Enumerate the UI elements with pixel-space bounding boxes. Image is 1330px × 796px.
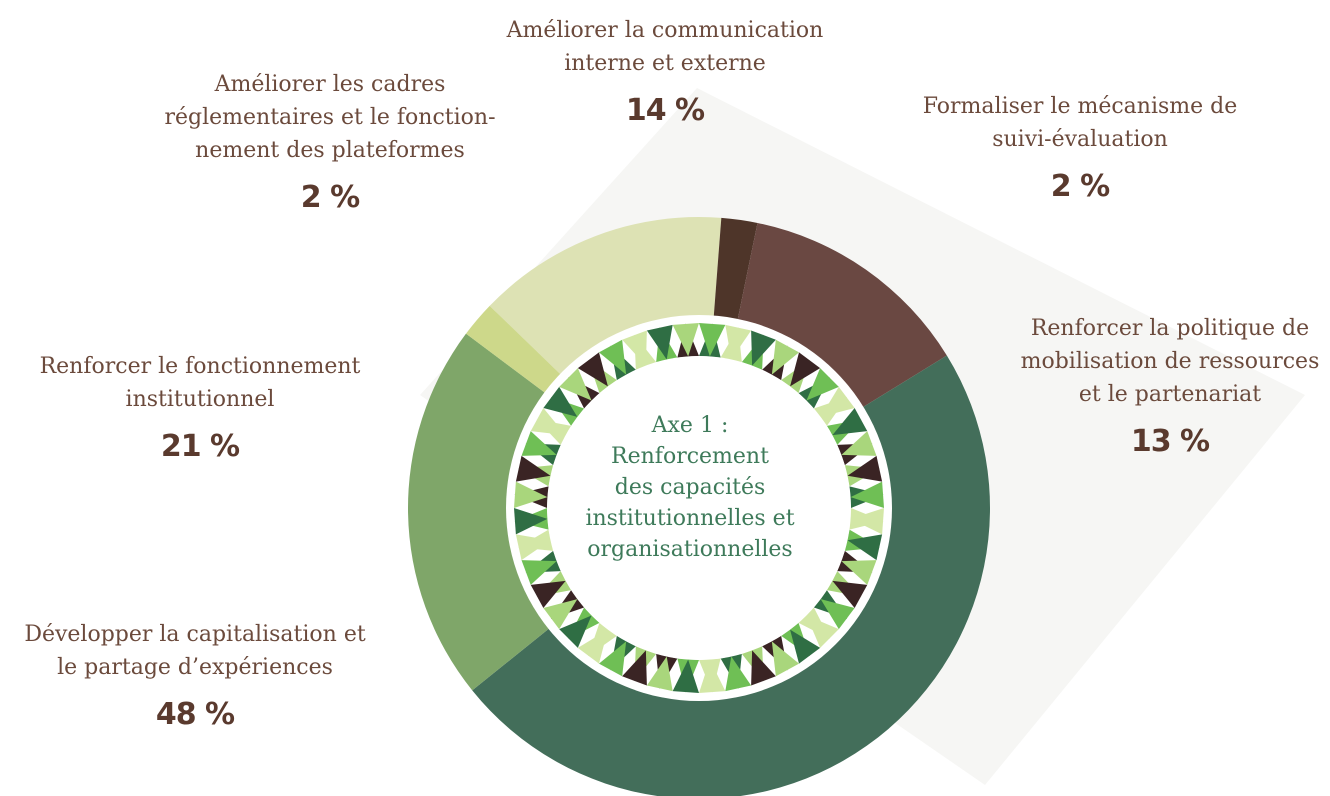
pie-slice-3	[737, 222, 947, 408]
label-mobilisation: Renforcer la politique de mobilisation d…	[985, 312, 1330, 458]
pattern-triangle	[751, 650, 776, 686]
pattern-triangle	[832, 580, 868, 609]
label-suivi: Formaliser le mécanisme de suivi-évaluat…	[885, 90, 1275, 203]
label-capitalisation-percent: 48 %	[155, 697, 235, 732]
pattern-triangle	[530, 407, 566, 436]
pattern-triangle	[820, 386, 855, 417]
label-communication-line-2: interne et externe	[564, 51, 766, 76]
donut-slices	[408, 217, 990, 796]
pie-slice-6	[465, 305, 562, 394]
pattern-triangle	[521, 560, 557, 585]
label-suivi-line-2: suivi-évaluation	[992, 127, 1168, 152]
pattern-triangle	[806, 615, 839, 648]
pattern-triangle	[646, 656, 673, 692]
pattern-triangle	[559, 615, 592, 648]
pattern-triangle	[725, 324, 752, 360]
pattern-triangle	[530, 580, 566, 609]
label-fonctionnement-percent: 21 %	[160, 429, 240, 464]
pattern-triangle	[515, 455, 551, 482]
center-label: Axe 1 : Renforcement des capacités insti…	[560, 410, 820, 565]
pattern-triangle	[521, 431, 557, 456]
label-mobilisation-percent: 13 %	[1130, 424, 1210, 459]
label-capitalisation-line-2: le partage d’expériences	[57, 655, 333, 680]
center-label-line-3: des capacités	[614, 475, 766, 500]
pattern-triangle	[820, 599, 855, 630]
pattern-triangle	[622, 650, 647, 686]
pattern-triangle	[622, 330, 647, 366]
label-communication-percent: 14 %	[625, 93, 705, 128]
pattern-triangle	[598, 641, 627, 677]
pie-slice-4	[472, 355, 990, 796]
pattern-triangle	[672, 323, 699, 357]
center-label-line-5: organisationnelles	[587, 537, 793, 562]
pattern-triangle	[841, 431, 877, 456]
pattern-triangle	[841, 560, 877, 585]
pie-slice-5	[408, 333, 551, 691]
pattern-triangle	[847, 455, 883, 482]
triangle-pattern-ring	[514, 323, 884, 693]
label-mobilisation-line-1: Renforcer la politique de	[1030, 316, 1310, 341]
pattern-triangle	[515, 534, 551, 561]
label-suivi-line-1: Formaliser le mécanisme de	[922, 94, 1238, 119]
pattern-triangle	[847, 534, 883, 561]
pattern-triangle	[771, 339, 800, 375]
label-cadres-line-2: réglementaires et le fonction-	[164, 105, 496, 130]
label-cadres: Améliorer les cadres réglementaires et l…	[140, 68, 520, 214]
pie-slice-1	[489, 217, 722, 376]
label-mobilisation-line-3: et le partenariat	[1078, 382, 1262, 407]
pattern-triangle	[725, 656, 752, 692]
pattern-triangle	[790, 352, 821, 387]
pattern-triangle	[771, 641, 800, 677]
label-mobilisation-line-2: mobilisation de ressources	[1020, 349, 1320, 374]
label-communication: Améliorer la communication interne et ex…	[470, 14, 860, 127]
label-suivi-percent: 2 %	[1050, 169, 1110, 204]
center-label-line-4: institutionnelles et	[585, 506, 795, 531]
label-capitalisation-line-1: Développer la capitalisation et	[24, 622, 366, 647]
pattern-triangle	[699, 323, 726, 357]
pattern-triangle	[806, 368, 839, 401]
pie-slice-2	[713, 217, 758, 321]
pattern-triangle	[543, 386, 578, 417]
pattern-triangle	[850, 508, 884, 535]
pattern-triangle	[577, 629, 608, 664]
label-fonctionnement-line-1: Renforcer le fonctionnement	[39, 354, 361, 379]
pattern-triangle	[790, 629, 821, 664]
pattern-triangle	[543, 599, 578, 630]
label-cadres-line-1: Améliorer les cadres	[214, 72, 446, 97]
label-cadres-line-3: nement des plateformes	[195, 138, 465, 163]
center-label-line-2: Renforcement	[611, 444, 769, 469]
pattern-triangle	[699, 659, 726, 693]
center-disc	[547, 356, 851, 660]
pattern-triangle	[598, 339, 627, 375]
pattern-triangle	[751, 330, 776, 366]
pattern-triangle	[646, 324, 673, 360]
label-fonctionnement-line-2: institutionnel	[125, 387, 275, 412]
pattern-triangle	[672, 659, 699, 693]
pattern-triangle	[832, 407, 868, 436]
label-communication-line-1: Améliorer la communication	[506, 18, 824, 43]
label-fonctionnement: Renforcer le fonctionnement institutionn…	[0, 350, 400, 463]
label-cadres-percent: 2 %	[300, 180, 360, 215]
pattern-triangle	[559, 368, 592, 401]
pattern-triangle	[514, 508, 548, 535]
label-capitalisation: Développer la capitalisation et le parta…	[0, 618, 390, 731]
center-label-line-1: Axe 1 :	[651, 413, 729, 438]
pattern-triangle	[850, 481, 884, 508]
pattern-triangle	[514, 481, 548, 508]
pattern-triangle	[577, 352, 608, 387]
